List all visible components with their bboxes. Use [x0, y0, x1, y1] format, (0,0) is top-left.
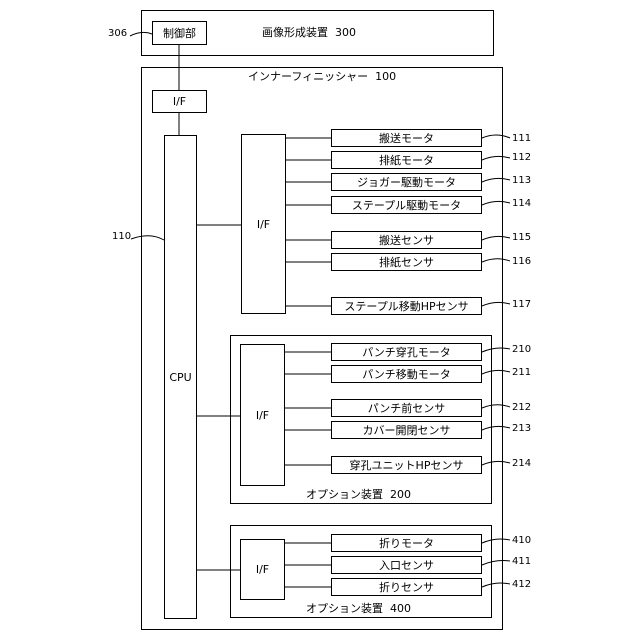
main-if-box: I/F: [241, 134, 286, 314]
option-400-if-label: I/F: [256, 563, 269, 576]
option-400-device-label: 折りセンサ: [379, 579, 434, 595]
image-forming-device-name: 画像形成装置: [262, 26, 328, 39]
main-device-115: 搬送センサ: [331, 231, 482, 249]
main-device-label: ジョガー駆動モータ: [357, 174, 456, 190]
main-device-117: ステープル移動HPセンサ: [331, 297, 482, 315]
option-400-name: オプション装置: [306, 602, 383, 615]
top-if-label: I/F: [173, 95, 186, 108]
main-device-ref: 115: [512, 233, 531, 243]
option-200-device-211: パンチ移動モータ: [331, 365, 482, 383]
option-200-if-label: I/F: [256, 409, 269, 422]
main-device-113: ジョガー駆動モータ: [331, 173, 482, 191]
option-400-device-ref: 411: [512, 557, 531, 567]
option-200-device-212: パンチ前センサ: [331, 399, 482, 417]
main-device-label: 搬送センサ: [379, 232, 434, 248]
main-device-label: 搬送モータ: [379, 130, 434, 146]
option-400-device-ref: 410: [512, 536, 531, 546]
finisher-title: インナーフィニッシャー 100: [248, 71, 396, 82]
main-device-label: 排紙センサ: [379, 254, 434, 270]
main-device-label: ステープル移動HPセンサ: [344, 298, 468, 314]
option-200-device-ref: 212: [512, 403, 531, 413]
option-200-device-ref: 210: [512, 345, 531, 355]
main-device-ref: 111: [512, 134, 531, 144]
option-200-device-label: パンチ穿孔モータ: [362, 344, 451, 360]
option-200-device-label: カバー開閉センサ: [363, 422, 451, 438]
main-device-ref: 117: [512, 300, 531, 310]
main-device-111: 搬送モータ: [331, 129, 482, 147]
option-400-device-label: 折りモータ: [379, 535, 434, 551]
option-200-device-ref: 213: [512, 424, 531, 434]
option-400-device-label: 入口センサ: [379, 557, 434, 573]
option-200-device-210: パンチ穿孔モータ: [331, 343, 482, 361]
main-device-116: 排紙センサ: [331, 253, 482, 271]
option-200-device-214: 穿孔ユニットHPセンサ: [331, 456, 482, 474]
finisher-name: インナーフィニッシャー: [248, 70, 368, 83]
option-400-number: 400: [390, 602, 411, 615]
option-400-device-411: 入口センサ: [331, 556, 482, 574]
option-200-title: オプション装置 200: [306, 489, 411, 500]
option-200-device-label: 穿孔ユニットHPセンサ: [350, 457, 464, 473]
main-device-112: 排紙モータ: [331, 151, 482, 169]
option-400-title: オプション装置 400: [306, 603, 411, 614]
cpu-box: CPU: [164, 135, 197, 619]
option-400-if-box: I/F: [240, 539, 285, 600]
control-unit-box: 制御部: [152, 21, 207, 45]
main-if-label: I/F: [257, 218, 270, 231]
main-device-114: ステープル駆動モータ: [331, 196, 482, 214]
main-device-ref: 116: [512, 257, 531, 267]
control-unit-ref: 306: [108, 29, 127, 39]
main-device-ref: 114: [512, 199, 531, 209]
option-200-if-box: I/F: [240, 344, 285, 486]
option-200-device-label: パンチ前センサ: [368, 400, 446, 416]
option-200-device-213: カバー開閉センサ: [331, 421, 482, 439]
option-200-number: 200: [390, 488, 411, 501]
option-200-device-ref: 211: [512, 368, 531, 378]
image-forming-device-number: 300: [335, 26, 356, 39]
cpu-label: CPU: [169, 371, 191, 384]
option-400-device-412: 折りセンサ: [331, 578, 482, 596]
main-device-ref: 113: [512, 176, 531, 186]
main-device-label: ステープル駆動モータ: [352, 197, 461, 213]
option-200-name: オプション装置: [306, 488, 383, 501]
option-200-device-label: パンチ移動モータ: [362, 366, 451, 382]
top-if-box: I/F: [152, 90, 207, 113]
control-unit-label: 制御部: [163, 25, 196, 41]
finisher-number: 100: [375, 70, 396, 83]
option-400-device-ref: 412: [512, 580, 531, 590]
cpu-ref: 110: [112, 232, 131, 242]
main-device-label: 排紙モータ: [379, 152, 434, 168]
option-400-device-410: 折りモータ: [331, 534, 482, 552]
option-200-device-ref: 214: [512, 459, 531, 469]
image-forming-device-title: 画像形成装置 300: [262, 27, 356, 38]
main-device-ref: 112: [512, 153, 531, 163]
